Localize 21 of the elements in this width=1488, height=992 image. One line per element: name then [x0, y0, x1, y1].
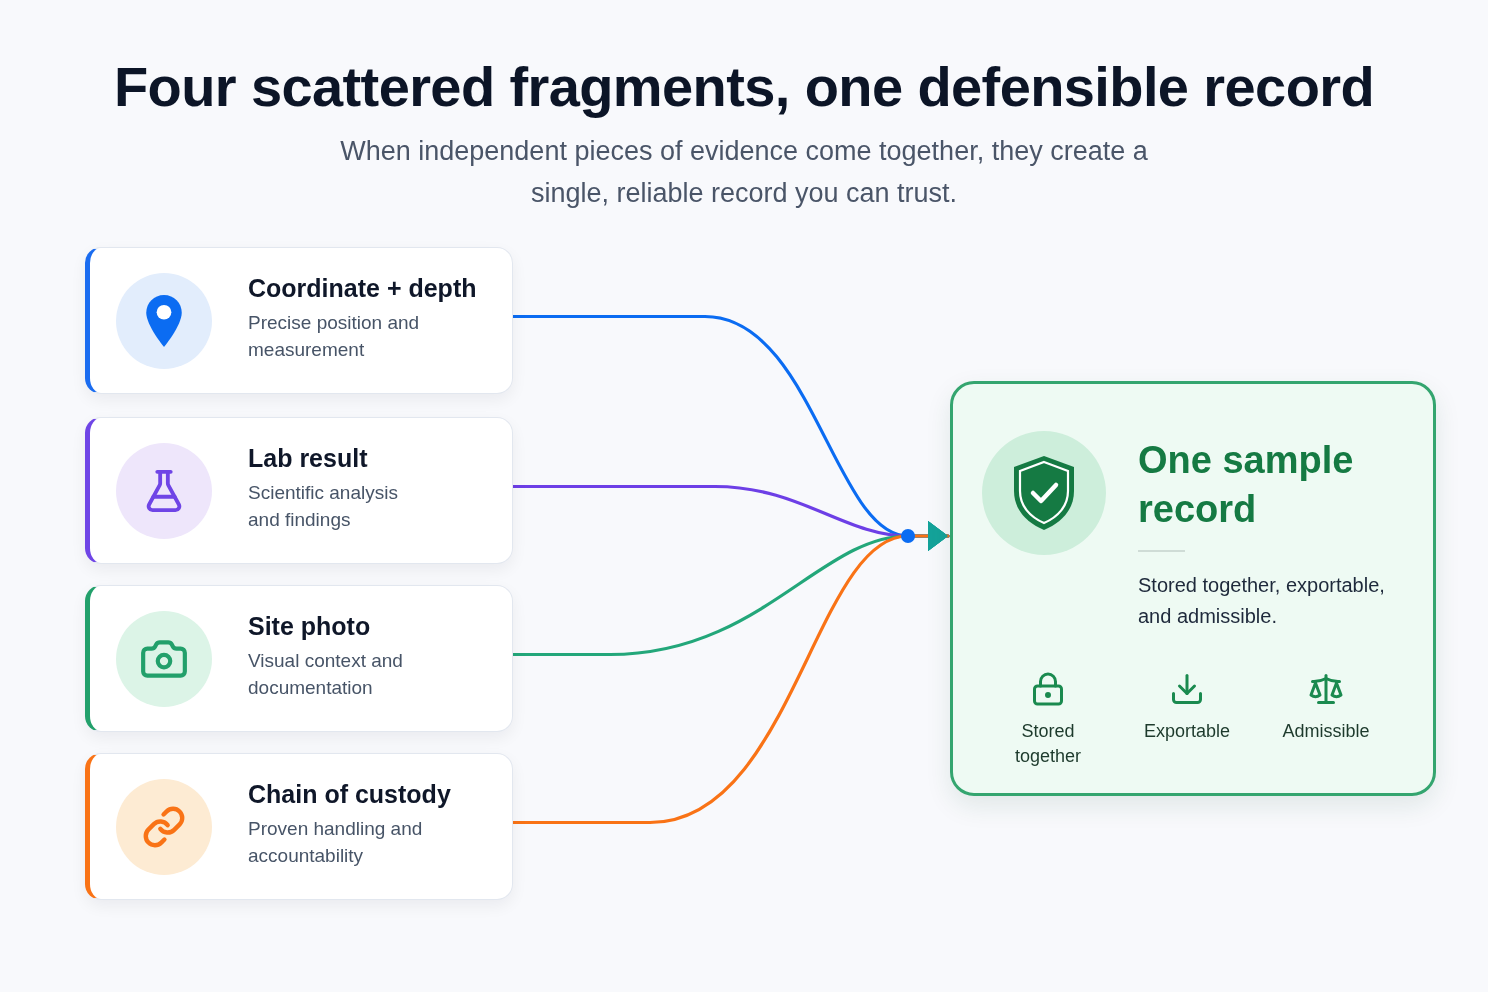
card-title: Site photo	[248, 611, 371, 642]
record-title: One sample record	[1138, 438, 1355, 532]
evidence-card	[85, 417, 513, 564]
record-card	[950, 381, 1436, 796]
evidence-card	[85, 753, 513, 900]
feature-label: Stored together	[1013, 720, 1083, 768]
card-description: Scientific analysis and findings	[248, 481, 399, 532]
record-description: Stored together, exportable, and admissible.	[1138, 573, 1386, 629]
card-description: Proven handling and accountability	[248, 817, 424, 868]
evidence-card	[85, 585, 513, 732]
card-title: Chain of custody	[248, 779, 451, 810]
subtitle: When independent pieces of evidence come together, they create a single, reliable record you can trust.	[339, 135, 1149, 210]
feature-label: Admissible	[1282, 720, 1370, 743]
evidence-card	[85, 247, 513, 394]
feature-label: Exportable	[1143, 720, 1231, 743]
card-title: Coordinate + depth	[248, 273, 477, 304]
curved-arrow	[511, 521, 950, 825]
page-title: Four scattered fragments, one defensible record	[113, 54, 1375, 120]
card-description: Visual context and documentation	[248, 649, 404, 700]
card-title: Lab result	[248, 443, 368, 474]
card-description: Precise position and measurement	[248, 311, 421, 362]
